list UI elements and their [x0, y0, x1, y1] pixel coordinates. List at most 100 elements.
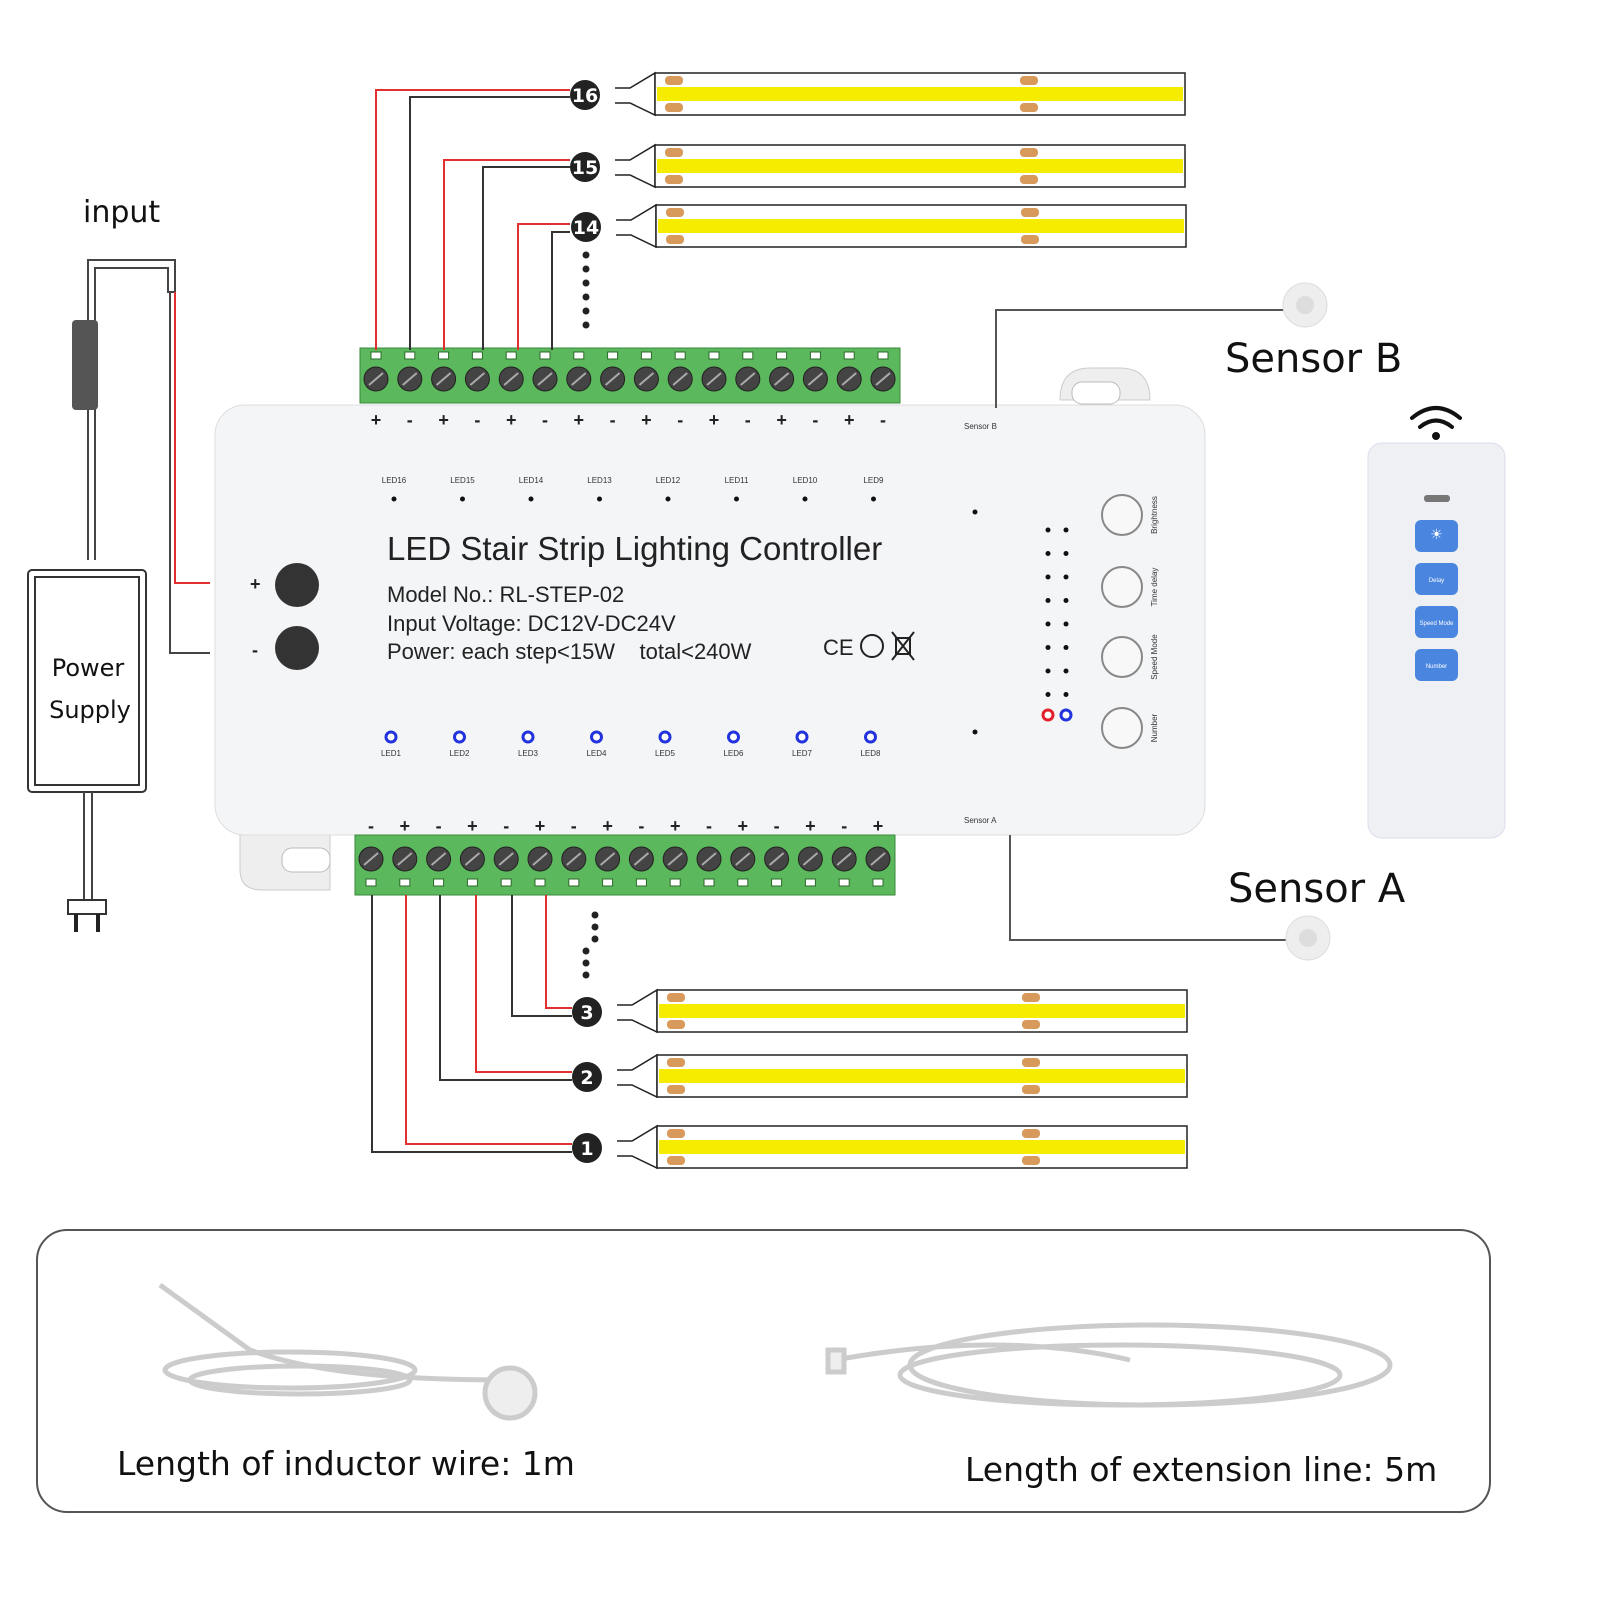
- polarity-mark: -: [503, 816, 509, 836]
- step-number-badge: [572, 997, 602, 1027]
- led-indicator: [658, 730, 672, 744]
- input-terminal-minus[interactable]: [275, 626, 319, 670]
- led-strip-step-15: 15: [443, 143, 1186, 350]
- polarity-mark: +: [400, 816, 411, 836]
- led-label: LED7: [792, 749, 813, 758]
- polarity-mark: +: [602, 816, 613, 836]
- controller-button[interactable]: [1101, 707, 1143, 749]
- led-strip-step-3: 3: [511, 895, 1188, 1034]
- polarity-mark: +: [805, 816, 816, 836]
- polarity-mark: -: [880, 410, 886, 430]
- remote-button[interactable]: [1415, 520, 1458, 552]
- led-label: LED14: [519, 476, 544, 485]
- step-number: 14: [573, 217, 599, 239]
- led-indicator: [590, 730, 603, 744]
- led-strip-step-2: 2: [439, 895, 1188, 1099]
- input-plus: +: [250, 574, 261, 594]
- remote-button[interactable]: [1415, 649, 1458, 681]
- polarity-mark: -: [706, 816, 712, 836]
- remote-button[interactable]: [1415, 606, 1458, 638]
- led-indicator: [802, 496, 808, 502]
- led-label: LED6: [723, 749, 744, 758]
- status-led: [1059, 708, 1073, 722]
- led-indicator: [734, 496, 739, 502]
- ce-mark: CE: [823, 635, 854, 660]
- led-indicator: [521, 730, 535, 744]
- polarity-mark: -: [407, 410, 413, 430]
- polarity-mark: +: [535, 816, 546, 836]
- power-supply-label-1: Power: [52, 654, 125, 682]
- power-rating: Power: each step<15W total<240W: [387, 639, 752, 664]
- polarity-mark: -: [474, 410, 480, 430]
- button-label: Number: [1150, 713, 1159, 742]
- led-label: LED9: [863, 476, 884, 485]
- remote-button-label: Speed Mode: [1419, 621, 1454, 627]
- led-strip-step-16: 16: [375, 71, 1186, 350]
- led-label: LED12: [656, 476, 681, 485]
- input-minus: -: [252, 640, 258, 660]
- controller-button[interactable]: [1101, 566, 1143, 608]
- polarity-mark: +: [738, 816, 749, 836]
- polarity-mark: +: [641, 410, 652, 430]
- led-indicator: [864, 730, 877, 744]
- weee-bin-icon: [891, 631, 915, 661]
- inductor-wire-image: [158, 1282, 538, 1421]
- polarity-mark: +: [438, 410, 449, 430]
- polarity-mark: +: [371, 410, 382, 430]
- input-label: input: [83, 195, 160, 230]
- polarity-mark: +: [506, 410, 517, 430]
- input-terminal-plus[interactable]: [275, 563, 319, 607]
- step-number-badge: [571, 212, 601, 242]
- led-indicator: [597, 496, 602, 502]
- led-indicator: [665, 496, 671, 502]
- led-label: LED11: [725, 476, 749, 485]
- led-indicator: [795, 730, 809, 744]
- step-number: 16: [572, 85, 598, 107]
- led-label: LED3: [518, 749, 539, 758]
- led-indicator: [384, 730, 398, 744]
- step-number: 3: [580, 1002, 593, 1024]
- sensor-b-label: Sensor B: [1225, 336, 1402, 382]
- input-voltage: Input Voltage: DC12V-DC24V: [387, 611, 676, 636]
- remote-button[interactable]: [1415, 563, 1458, 595]
- polarity-mark: +: [844, 410, 855, 430]
- polarity-mark: -: [745, 410, 751, 430]
- led-indicator: [391, 496, 397, 502]
- wireless-icon: [1410, 406, 1462, 440]
- controller-title: LED Stair Strip Lighting Controller: [387, 530, 882, 567]
- button-label: Brightness: [1150, 496, 1159, 534]
- remote-button-label: ☀: [1430, 526, 1443, 542]
- polarity-mark: -: [571, 816, 577, 836]
- power-supply-label-2: Supply: [49, 696, 131, 724]
- led-label: LED10: [793, 476, 818, 485]
- sensor-a-label: Sensor A: [1228, 866, 1406, 912]
- step-number: 1: [580, 1138, 593, 1160]
- polarity-mark: +: [873, 816, 884, 836]
- polarity-mark: -: [841, 816, 847, 836]
- sensor-b-port-label: Sensor B: [964, 422, 997, 431]
- step-number-badge: [570, 80, 600, 110]
- polarity-mark: +: [709, 410, 720, 430]
- controller-button[interactable]: [1101, 494, 1143, 536]
- led-label: LED1: [381, 749, 402, 758]
- polarity-mark: +: [467, 816, 478, 836]
- led-label: LED15: [450, 476, 475, 485]
- polarity-mark: +: [776, 410, 787, 430]
- remote-button-label: Number: [1426, 664, 1447, 670]
- polarity-mark: +: [670, 816, 681, 836]
- step-number: 15: [572, 157, 598, 179]
- top-terminal-block: +-+-+-+-+-+-+-+-: [359, 347, 901, 430]
- led-label: LED2: [449, 749, 470, 758]
- plug-icon: [67, 899, 107, 915]
- extension-line-image: [825, 1322, 1393, 1408]
- controller-button[interactable]: [1101, 636, 1143, 678]
- dc-connector: [72, 320, 98, 410]
- polarity-mark: -: [812, 410, 818, 430]
- model-number: Model No.: RL-STEP-02: [387, 582, 624, 607]
- led-indicator: [460, 496, 465, 502]
- inductor-wire-length: Length of inductor wire: 1m: [117, 1444, 575, 1483]
- button-label: Time delay: [1150, 568, 1159, 607]
